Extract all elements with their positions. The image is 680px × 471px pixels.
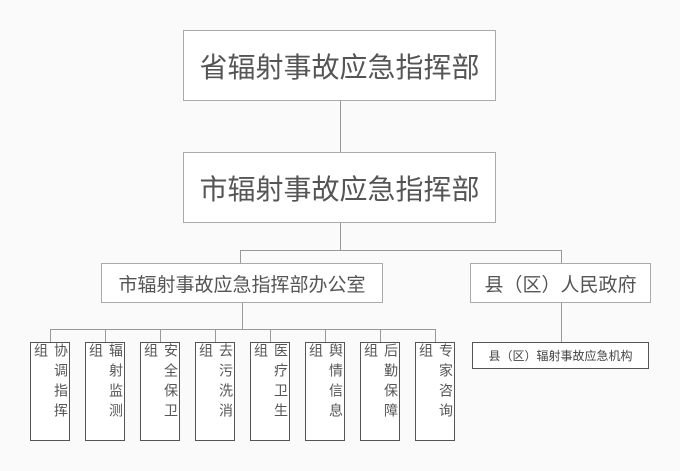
connector [561, 303, 562, 343]
group-box: 协调指挥组 [30, 342, 70, 441]
connector [380, 329, 381, 342]
county-government-box: 县（区）人民政府 [470, 263, 651, 303]
connector [50, 329, 51, 342]
connector [160, 329, 161, 342]
group-box: 后勤保障组 [360, 342, 400, 441]
group-box: 辐射监测组 [85, 342, 125, 441]
city-office-box: 市辐射事故应急指挥部办公室 [101, 263, 383, 303]
connector [240, 250, 241, 263]
connector [105, 329, 106, 342]
connector [435, 329, 436, 342]
group-box: 专家咨询组 [415, 342, 455, 441]
connector [340, 223, 341, 250]
connector [340, 101, 341, 152]
city-command-box: 市辐射事故应急指挥部 [183, 152, 496, 223]
group-box: 医疗卫生组 [250, 342, 290, 441]
province-command-box: 省辐射事故应急指挥部 [183, 30, 496, 101]
connector [561, 250, 562, 263]
group-box: 安全保卫组 [140, 342, 180, 441]
connector [325, 329, 326, 342]
connector [240, 250, 562, 251]
group-box: 舆情信息组 [305, 342, 345, 441]
connector [215, 329, 216, 342]
connector [270, 329, 271, 342]
group-box: 去污洗消组 [195, 342, 235, 441]
county-agency-box: 县（区）辐射事故应急机构 [472, 342, 649, 369]
connector [242, 303, 243, 330]
connector [50, 329, 436, 330]
